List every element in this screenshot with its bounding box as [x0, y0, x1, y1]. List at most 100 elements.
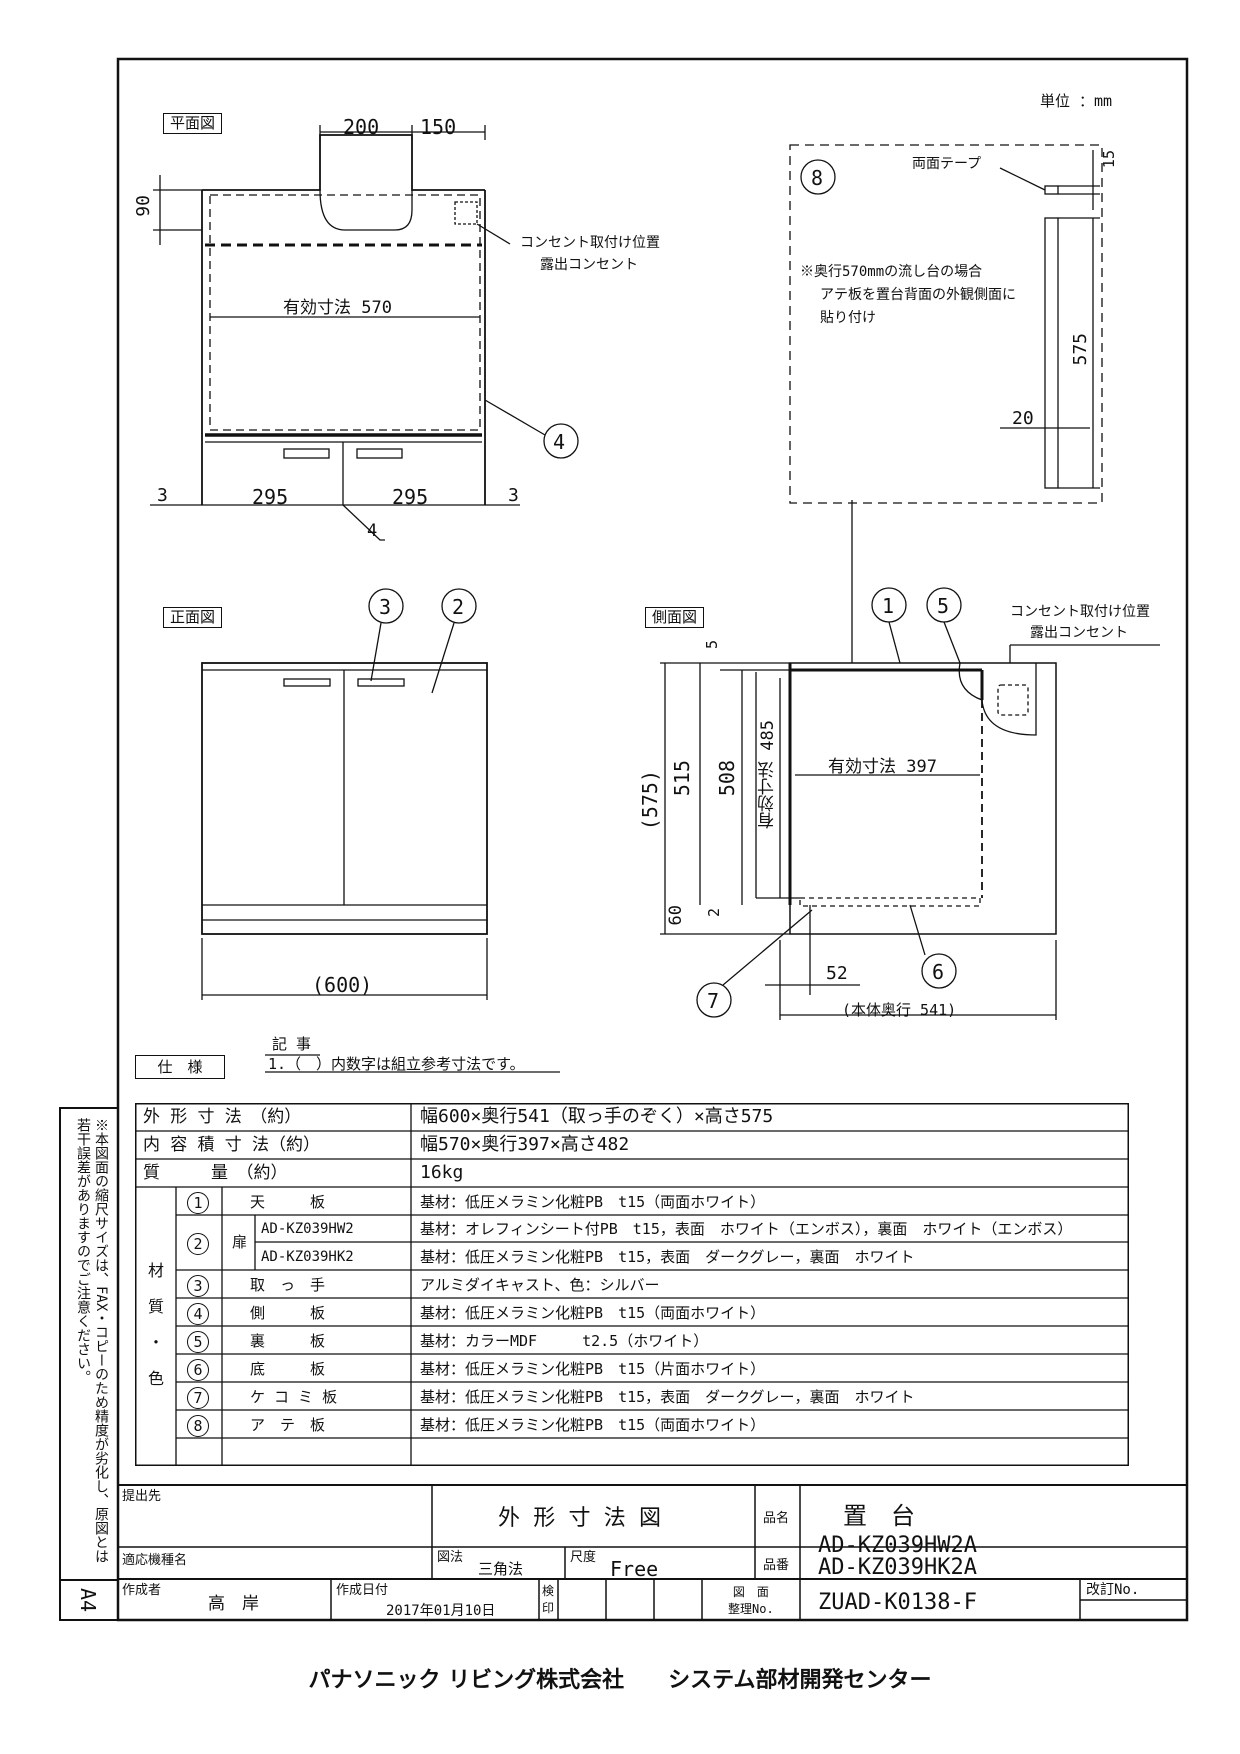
material-group-label: 材 質 ・ 色: [147, 1261, 164, 1388]
side-note: ※本図面の縮尺サイズは、FAX・コピーのため精度が劣化し、原図とは若干誤差があり…: [75, 1118, 109, 1564]
callout-1: 1: [882, 594, 895, 618]
dim-plan-200: 200: [343, 115, 380, 139]
product-name-label: 品名: [763, 1511, 790, 1526]
material-part: 裏 板: [250, 1332, 326, 1350]
material-value: 基材：低圧メラミン化粧PB t15（両面ホワイト）: [420, 1193, 766, 1211]
backplate-note-2: アテ板を置台背面の外観側面に: [820, 287, 1016, 303]
revision-label: 改訂No.: [1086, 1582, 1140, 1598]
plan-outlet-note-1: コンセント取付け位置: [520, 235, 660, 251]
part-no-label: 品番: [763, 1558, 790, 1573]
material-value: 基材：低圧メラミン化粧PB t15（片面ホワイト）: [420, 1360, 766, 1378]
method-label: 図法: [437, 1550, 464, 1565]
dim-side-397: 有効寸法 397: [828, 757, 937, 777]
dim-backplate-575: 575: [1070, 333, 1091, 366]
spec-table: 外 形 寸 法 （約） 幅600×奥行541（取っ手のぞく）×高さ575 内 容…: [135, 1103, 1129, 1466]
material-part: 取 っ 手: [250, 1276, 326, 1294]
callout-8: 8: [811, 166, 824, 190]
spec-row-label: 内 容 積 寸 法（約）: [143, 1135, 320, 1155]
callout-3: 3: [379, 595, 392, 619]
callout-5: 5: [937, 594, 950, 618]
plan-view: [150, 125, 579, 541]
submit-to-label: 提出先: [122, 1489, 162, 1504]
drawing-title: 外 形 寸 法 図: [498, 1506, 661, 1531]
spec-row-label: 外 形 寸 法 （約）: [143, 1107, 302, 1127]
callout-4: 4: [553, 430, 566, 454]
margin-strip: [59, 1107, 119, 1621]
callout-7: 7: [707, 989, 720, 1013]
callout-2: 2: [452, 595, 465, 619]
drawing-no: ZUAD-K0138-F: [818, 1590, 977, 1615]
material-value: アルミダイキャスト、色：シルバー: [420, 1276, 660, 1294]
check-label: 検印: [542, 1584, 555, 1615]
dim-plan-295-right: 295: [392, 485, 429, 509]
front-view-title: 正面図: [163, 607, 223, 628]
notes-item-1: 1.（ ）内数字は組立参考寸法です。: [268, 1055, 525, 1073]
notes-heading: 記 事: [272, 1035, 312, 1053]
material-sub: AD-KZ039HK2: [261, 1249, 354, 1265]
part-no-2: AD-KZ039HK2A: [818, 1555, 977, 1580]
dim-backplate-15: 15: [1100, 150, 1118, 169]
product-name: 置 台: [843, 1502, 915, 1530]
method-value: 三角法: [478, 1560, 524, 1578]
material-sub: AD-KZ039HW2: [261, 1221, 354, 1237]
scale-value: Free: [610, 1557, 659, 1581]
material-value: 基材：低圧メラミン化粧PB t15，表面 ダークグレー，裏面 ホワイト: [420, 1388, 915, 1406]
side-view-title: 側面図: [645, 607, 705, 628]
material-no: 7: [187, 1387, 209, 1409]
dim-side-60: 60: [666, 905, 686, 926]
dim-backplate-20: 20: [1012, 408, 1034, 429]
sheet-border: [116, 57, 1189, 1622]
backplate-note-1: ※奥行570mmの流し台の場合: [800, 264, 983, 280]
material-part: 天 板: [250, 1193, 326, 1211]
backplate-view: [789, 144, 1103, 504]
material-no: 4: [187, 1303, 209, 1325]
dim-side-52: 52: [826, 963, 848, 984]
scale-label: 尺度: [570, 1550, 597, 1565]
front-view: [201, 588, 488, 1000]
dim-side-2: 2: [705, 908, 723, 918]
material-value: 基材：カラーMDF t2.5（ホワイト）: [420, 1332, 709, 1350]
spec-heading: 仕 様: [135, 1055, 225, 1079]
material-no: 8: [187, 1415, 209, 1437]
material-part: 側 板: [250, 1304, 326, 1322]
material-part: ケ コ ミ 板: [250, 1388, 338, 1406]
side-view: [660, 500, 1160, 1020]
dim-plan-295-left: 295: [252, 485, 289, 509]
dim-plan-3-right: 3: [508, 485, 519, 506]
author-label: 作成者: [122, 1583, 162, 1598]
material-value: 基材：オレフィンシート付PB t15，表面 ホワイト（エンボス），裏面 ホワイト…: [420, 1220, 1073, 1238]
material-part: 底 板: [250, 1360, 326, 1378]
material-part: ア テ 板: [250, 1416, 326, 1434]
spec-row-label: 質 量 （約）: [143, 1163, 288, 1183]
material-part: 扉: [232, 1233, 248, 1251]
material-value: 基材：低圧メラミン化粧PB t15（両面ホワイト）: [420, 1416, 766, 1434]
dim-side-5: 5: [703, 640, 721, 650]
dim-side-541: (本体奥行 541): [842, 1001, 957, 1019]
paper-size: A4: [76, 1588, 100, 1613]
side-outlet-note-2: 露出コンセント: [1030, 625, 1128, 641]
spec-row-value: 幅600×奥行541（取っ手のぞく）×高さ575: [420, 1106, 774, 1127]
side-outlet-note-1: コンセント取付け位置: [1010, 604, 1150, 620]
material-no: 3: [187, 1275, 209, 1297]
dim-side-575: (575): [638, 770, 662, 831]
material-value: 基材：低圧メラミン化粧PB t15，表面 ダークグレー，裏面 ホワイト: [420, 1248, 915, 1266]
date: 2017年01月10日: [386, 1603, 496, 1619]
spec-row-value: 幅570×奥行397×高さ482: [420, 1134, 630, 1155]
dim-plan-4: 4: [367, 521, 378, 541]
dim-plan-effective: 有効寸法 570: [283, 298, 392, 318]
dim-front-width: (600): [312, 973, 373, 997]
title-block: 提出先 外 形 寸 法 図 品名 置 台 適応機種名 図法 三角法 尺度 Fre…: [118, 1484, 1187, 1620]
tape-label: 両面テープ: [912, 156, 982, 172]
unit-label: 単位 ：mm: [1040, 92, 1113, 110]
company-footer: パナソニック リビング株式会社 システム部材開発センター: [308, 1668, 932, 1693]
drawing-no-label: 図 面 整理No.: [728, 1585, 774, 1616]
plan-outlet-note-2: 露出コンセント: [540, 257, 638, 273]
dim-side-485: 有効寸法 485: [758, 720, 778, 829]
part-no-1: AD-KZ039HW2A: [818, 1533, 977, 1558]
backplate-note-3: 貼り付け: [820, 310, 876, 326]
date-label: 作成日付: [336, 1583, 389, 1598]
material-value: 基材：低圧メラミン化粧PB t15（両面ホワイト）: [420, 1304, 766, 1322]
plan-view-title: 平面図: [163, 113, 223, 134]
material-no: 1: [187, 1192, 209, 1214]
material-no: 2: [187, 1233, 209, 1255]
